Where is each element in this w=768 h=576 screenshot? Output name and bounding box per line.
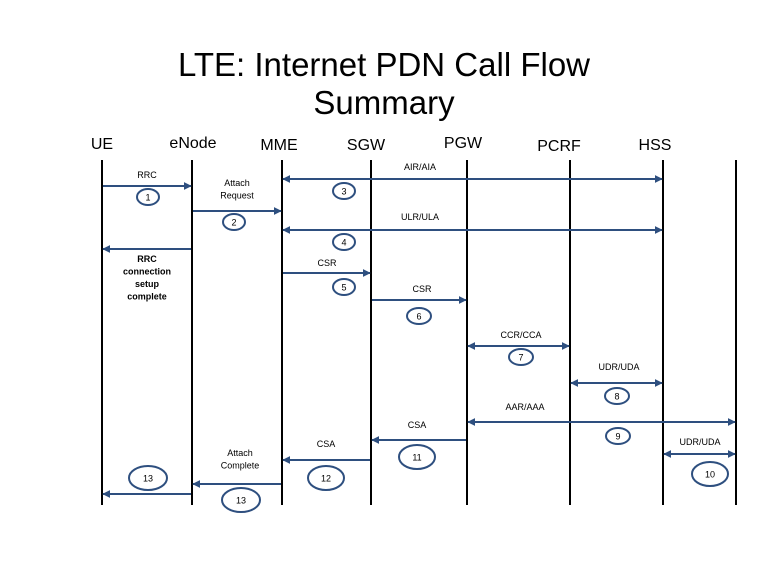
step-marker (508, 348, 534, 366)
entity-label-pgw: PGW (444, 135, 483, 152)
step-marker (406, 307, 432, 325)
step-number: 13 (143, 474, 153, 484)
entity-label-sgw: SGW (347, 137, 386, 154)
step-number: 8 (614, 392, 619, 402)
step-marker (332, 182, 356, 200)
step-number: 3 (341, 187, 346, 197)
step-number: 2 (231, 218, 236, 228)
message-label: Request (220, 191, 254, 201)
step-number: 4 (341, 238, 346, 248)
step-marker (604, 387, 630, 405)
diagram-title-line-2: Summary (313, 84, 455, 121)
entity-label-hss: HSS (639, 137, 672, 154)
step-marker (332, 233, 356, 251)
message-label: RRC (137, 254, 157, 264)
step-marker (332, 278, 356, 296)
step-number: 13 (236, 496, 246, 506)
message-7: CSR 6 (372, 284, 467, 325)
entity-headers: UE eNode MME SGW PGW PCRF HSS (91, 135, 672, 155)
message-label: connection (123, 267, 171, 277)
message-label: ULR/ULA (401, 212, 439, 222)
diagram-title-line-1: LTE: Internet PDN Call Flow (177, 46, 591, 83)
step-number: 11 (412, 453, 421, 463)
step-number: 5 (341, 283, 346, 293)
message-4: ULR/ULA 4 (282, 212, 663, 251)
lifelines (101, 160, 737, 505)
message-label: AIR/AIA (404, 162, 436, 172)
step-marker (221, 487, 261, 513)
step-marker (222, 213, 246, 231)
message-label: setup (135, 279, 160, 289)
message-1: RRC 1 (103, 170, 192, 206)
step-number: 10 (705, 470, 715, 480)
message-8: CCR/CCA 7 (467, 330, 570, 366)
message-label: CCR/CCA (500, 330, 541, 340)
step-marker (605, 427, 631, 445)
message-label: Attach (224, 178, 250, 188)
message-label: CSA (317, 439, 336, 449)
message-label: complete (127, 292, 167, 302)
step-number: 6 (416, 312, 421, 322)
message-label: Complete (221, 461, 260, 471)
message-label: Attach (227, 448, 253, 458)
message-label: RRC (137, 170, 157, 180)
message-15: 13 (102, 465, 191, 498)
step-marker (307, 465, 345, 491)
message-label: AAR/AAA (505, 402, 544, 412)
message-3: AIR/AIA 3 (282, 162, 663, 200)
messages: RRC1AttachRequest2AIR/AIA3ULR/ULA4RRCcon… (102, 162, 736, 513)
entity-label-mme: MME (260, 137, 297, 154)
message-12: UDR/UDA 10 (663, 437, 736, 487)
step-number: 1 (145, 193, 150, 203)
message-label: CSR (412, 284, 432, 294)
message-6: CSR 5 (283, 258, 371, 296)
message-label: UDR/UDA (598, 362, 639, 372)
step-number: 12 (321, 474, 331, 484)
entity-label-enode: eNode (169, 135, 216, 152)
message-9: UDR/UDA 8 (570, 362, 663, 405)
message-11: CSA 11 (371, 420, 466, 470)
entity-label-ue: UE (91, 136, 113, 153)
message-label: CSA (408, 420, 427, 430)
step-number: 7 (518, 353, 523, 363)
entity-label-pcrf: PCRF (537, 138, 581, 155)
step-marker (136, 188, 160, 206)
message-5: RRC connection setup complete (102, 245, 191, 302)
step-marker (398, 444, 436, 470)
step-marker (691, 461, 729, 487)
message-label: CSR (317, 258, 337, 268)
message-10: AAR/AAA 9 (467, 402, 736, 445)
step-marker (128, 465, 168, 491)
step-number: 9 (615, 432, 620, 442)
message-label: UDR/UDA (679, 437, 720, 447)
message-13: CSA 12 (282, 439, 370, 491)
